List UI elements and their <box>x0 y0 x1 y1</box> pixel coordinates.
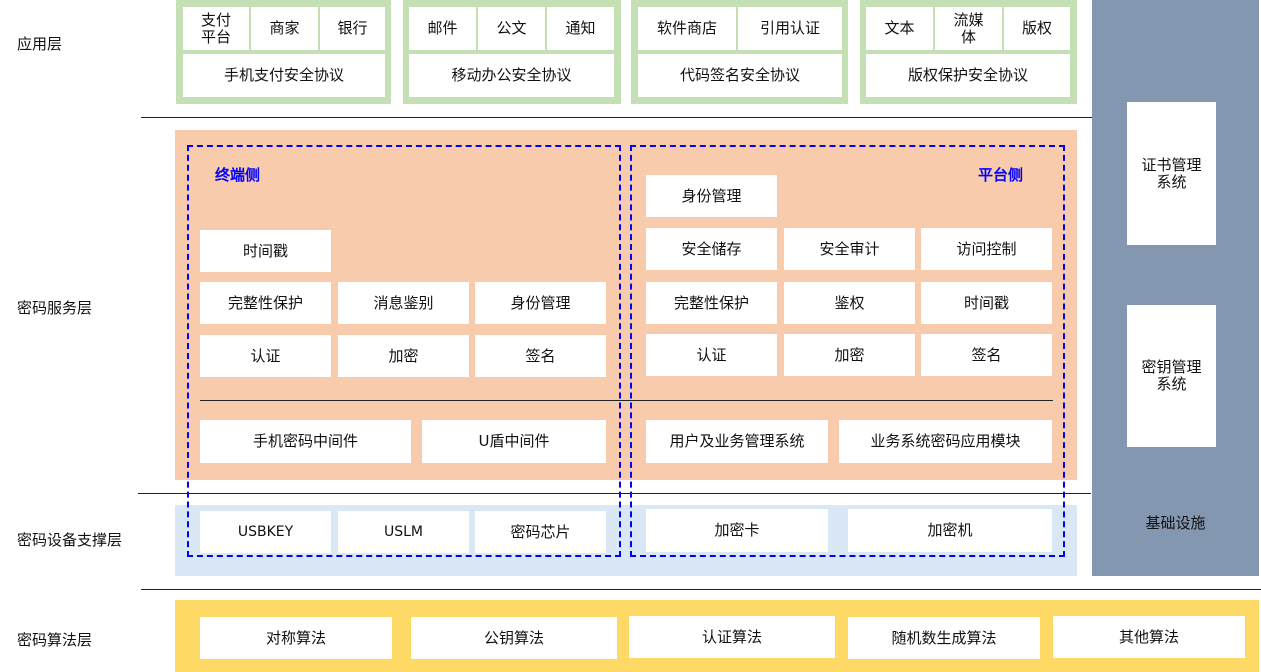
cert-management-label: 证书管理系统 <box>1141 155 1202 191</box>
terminal-device-crypto-chip: 密码芯片 <box>475 511 606 553</box>
key-management-system: 密钥管理系统 <box>1127 305 1216 447</box>
infrastructure-label: 基础设施 <box>1145 514 1206 532</box>
terminal-side-boundary <box>187 145 621 557</box>
platform-user-business-mgmt: 用户及业务管理系统 <box>646 420 828 463</box>
layer-divider <box>141 589 1261 590</box>
platform-side-boundary <box>630 145 1065 557</box>
app-item-software-store: 软件商店 <box>638 7 736 50</box>
app-item-text: 文本 <box>866 7 933 50</box>
cert-management-system: 证书管理系统 <box>1127 102 1216 245</box>
terminal-service-authentication: 认证 <box>200 335 331 377</box>
terminal-service-integrity: 完整性保护 <box>200 282 331 324</box>
terminal-service-timestamp: 时间戳 <box>200 230 331 272</box>
algorithm-symmetric: 对称算法 <box>200 617 392 659</box>
platform-service-encryption: 加密 <box>784 334 915 376</box>
key-management-label: 密钥管理系统 <box>1141 358 1202 393</box>
infrastructure-column <box>1092 0 1259 576</box>
platform-service-identity: 身份管理 <box>646 175 777 217</box>
algorithm-other: 其他算法 <box>1053 616 1245 658</box>
layer-divider <box>138 493 1091 494</box>
app-item-streaming-media: 流媒体 <box>935 7 1002 50</box>
protocol-mobile-office: 移动办公安全协议 <box>409 54 614 97</box>
platform-service-authorization: 鉴权 <box>784 282 915 324</box>
layer-label-device: 密码设备支撑层 <box>17 531 123 549</box>
algorithm-random-number: 随机数生成算法 <box>848 617 1040 659</box>
terminal-device-usbkey: USBKEY <box>200 511 331 553</box>
app-item-notice: 通知 <box>547 7 614 50</box>
protocol-mobile-payment: 手机支付安全协议 <box>183 54 385 97</box>
platform-device-crypto-card: 加密卡 <box>646 509 828 552</box>
algorithm-authentication: 认证算法 <box>629 616 835 658</box>
platform-service-integrity: 完整性保护 <box>646 282 777 324</box>
app-item-reference-auth: 引用认证 <box>738 7 842 50</box>
layer-divider <box>141 117 1092 118</box>
platform-service-access-control: 访问控制 <box>921 228 1052 270</box>
layer-label-application: 应用层 <box>17 35 63 53</box>
terminal-service-signature: 签名 <box>475 335 606 377</box>
app-item-payment-platform: 支付平台 <box>183 7 249 50</box>
platform-service-authentication: 认证 <box>646 334 777 376</box>
platform-crypto-app-module: 业务系统密码应用模块 <box>839 420 1052 463</box>
layer-label-service: 密码服务层 <box>17 299 93 317</box>
terminal-service-encryption: 加密 <box>338 335 469 377</box>
terminal-service-identity: 身份管理 <box>475 282 606 324</box>
layer-label-algorithm: 密码算法层 <box>17 631 93 649</box>
terminal-ukey-middleware: U盾中间件 <box>422 420 606 463</box>
platform-device-crypto-machine: 加密机 <box>848 509 1052 552</box>
platform-service-security-audit: 安全审计 <box>784 228 915 270</box>
app-item-merchant: 商家 <box>251 7 318 50</box>
terminal-device-uslm: USLM <box>338 511 469 553</box>
terminal-mobile-crypto-middleware: 手机密码中间件 <box>200 420 411 463</box>
terminal-side-title: 终端侧 <box>215 166 261 184</box>
terminal-service-message-auth: 消息鉴别 <box>338 282 469 324</box>
platform-service-signature: 签名 <box>921 334 1052 376</box>
app-item-document: 公文 <box>478 7 545 50</box>
app-item-mail: 邮件 <box>409 7 476 50</box>
platform-service-secure-storage: 安全储存 <box>646 228 777 270</box>
platform-side-title: 平台侧 <box>978 166 1024 184</box>
algorithm-public-key: 公钥算法 <box>411 617 617 659</box>
app-item-copyright: 版权 <box>1004 7 1070 50</box>
platform-service-timestamp: 时间戳 <box>921 282 1052 324</box>
protocol-copyright: 版权保护安全协议 <box>866 54 1070 97</box>
app-item-bank: 银行 <box>320 7 385 50</box>
service-separator-line <box>200 400 1053 401</box>
protocol-code-signing: 代码签名安全协议 <box>638 54 842 97</box>
